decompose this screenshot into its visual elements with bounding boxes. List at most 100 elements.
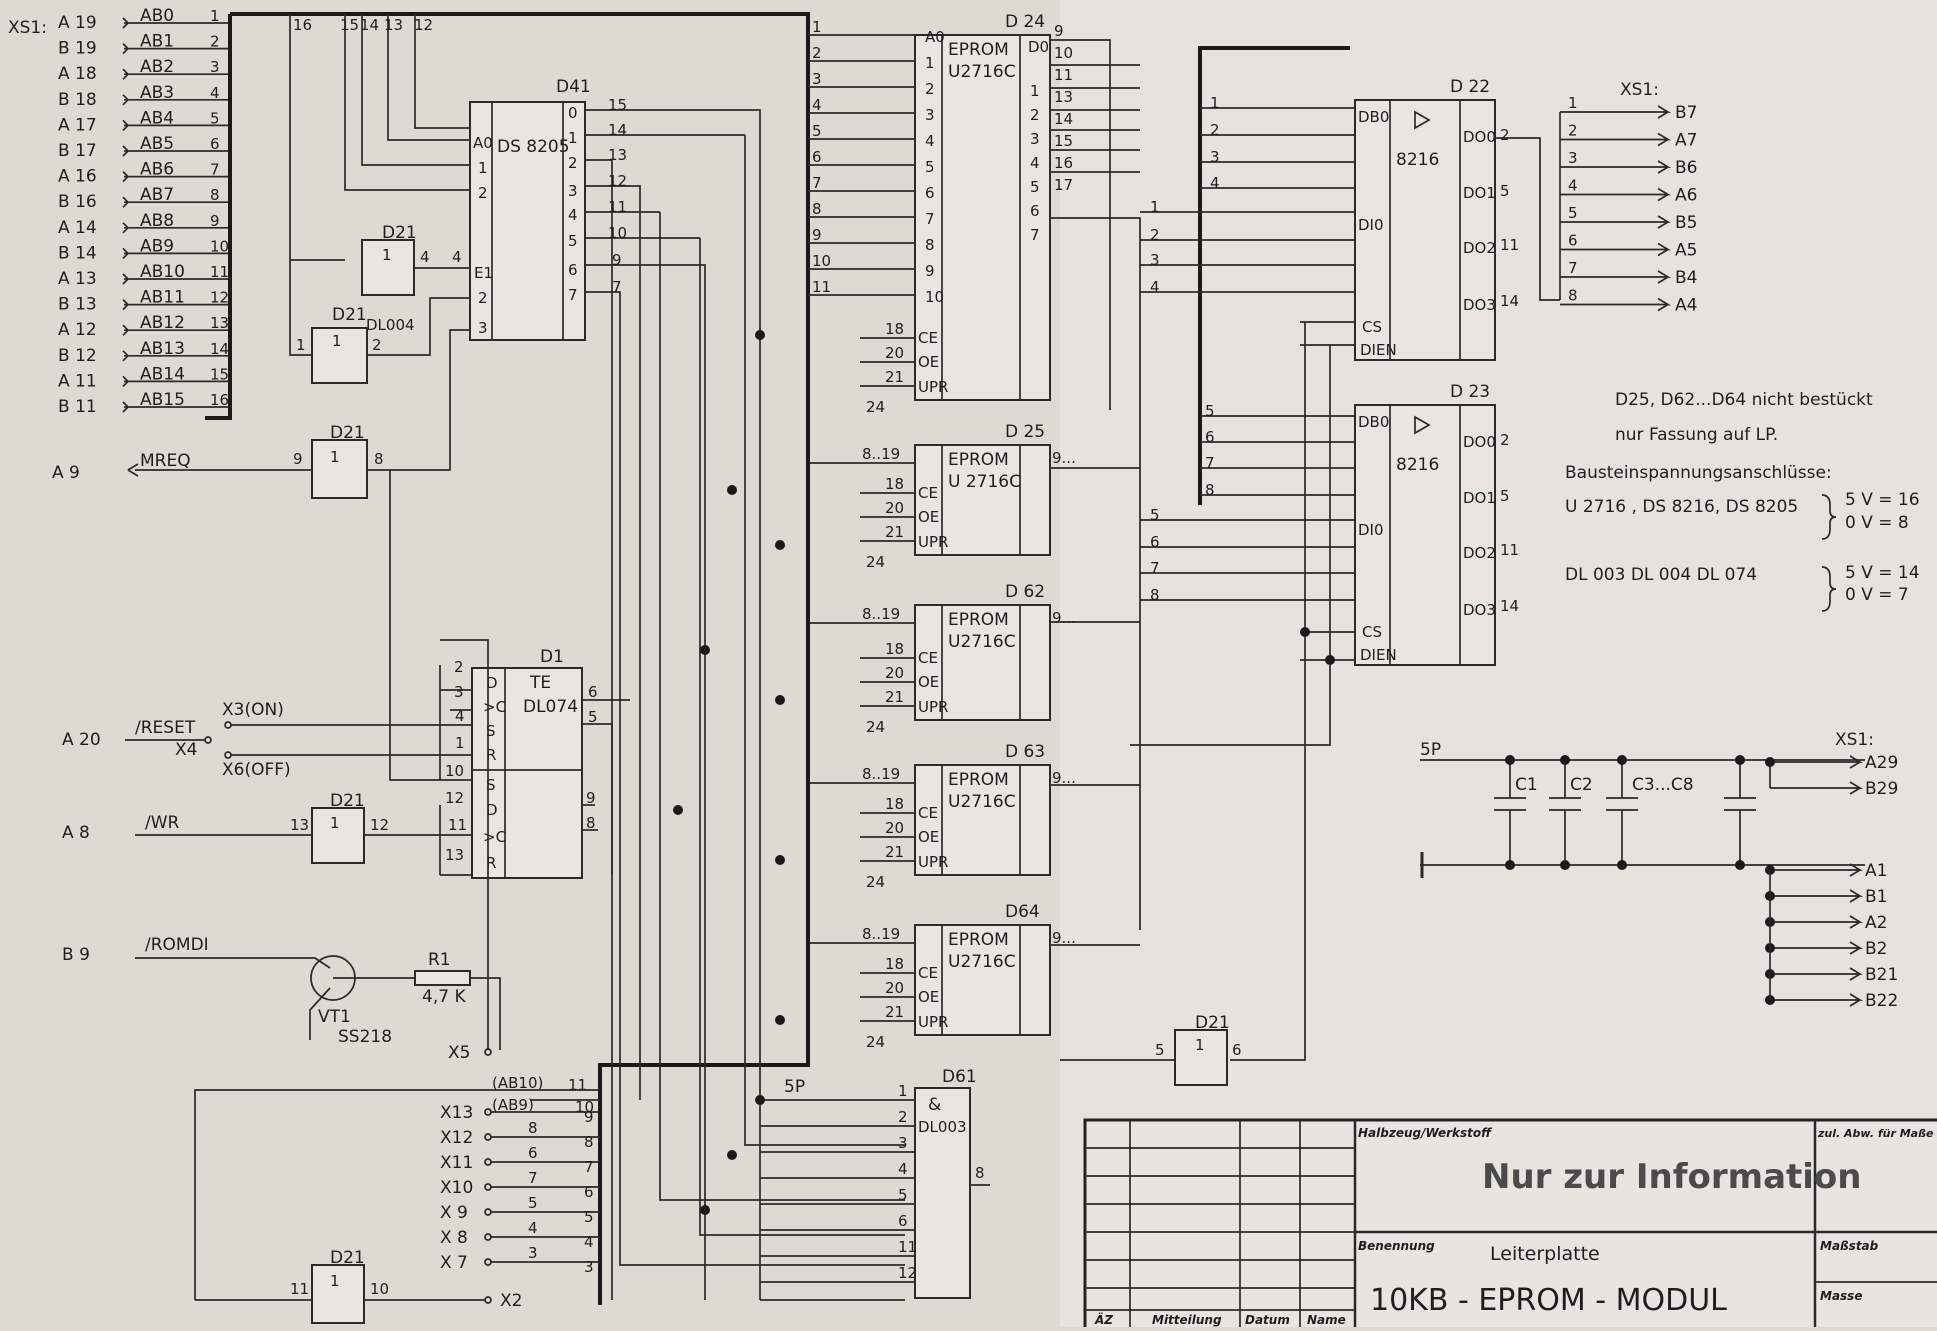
svg-text:DO3: DO3	[1463, 601, 1496, 619]
svg-text:3: 3	[1030, 130, 1040, 148]
d22-type: 8216	[1396, 150, 1439, 170]
svg-text:17: 17	[1054, 176, 1073, 194]
svg-text:3: 3	[925, 106, 935, 124]
svg-text:7: 7	[812, 174, 822, 192]
address-signal-AB11: AB11	[140, 288, 185, 308]
svg-text:4: 4	[812, 96, 822, 114]
x5-label: X5	[448, 1043, 470, 1063]
svg-text:13: 13	[384, 16, 403, 34]
svg-text:8: 8	[925, 236, 935, 254]
svg-text:2: 2	[925, 80, 935, 98]
note-8: 5 V = 14	[1845, 563, 1920, 583]
svg-text:5: 5	[1155, 1041, 1165, 1059]
svg-text:1: 1	[330, 448, 340, 466]
svg-text:5: 5	[1030, 178, 1040, 196]
svg-text:1: 1	[812, 18, 822, 36]
svg-text:Mitteilung: Mitteilung	[1152, 1313, 1222, 1327]
svg-text:7: 7	[1030, 226, 1040, 244]
svg-text:18: 18	[885, 640, 904, 658]
svg-text:2: 2	[1568, 122, 1578, 140]
svg-text:OE: OE	[918, 353, 939, 371]
svg-text:DI0: DI0	[1358, 216, 1384, 234]
r1-label: R1	[428, 950, 451, 970]
data-pin-A5: A5	[1675, 241, 1697, 261]
bus-pin-number: 2	[210, 33, 220, 51]
scale-label: Maßstab	[1820, 1239, 1879, 1253]
power-net-label: 5P	[1420, 740, 1441, 760]
svg-text:DB0: DB0	[1358, 413, 1389, 431]
svg-text:CE: CE	[918, 804, 938, 822]
d22-inputs: 1 2 3 4 1 2 3 4 5 6 7 8 5 6 7 8	[1130, 46, 1355, 1061]
note-9: 0 V = 7	[1845, 585, 1909, 605]
eprom-stack: D 24EPROMU2716CCEOEUPR18202124D0A0112233…	[760, 12, 1076, 1299]
address-signal-AB9: AB9	[140, 236, 174, 256]
info-stamp: Nur zur Information	[1482, 1157, 1861, 1197]
ground-pin-B21: B21	[1865, 965, 1898, 985]
svg-text:12: 12	[608, 172, 627, 190]
svg-text:2: 2	[1500, 431, 1510, 449]
svg-text:UPR: UPR	[918, 853, 948, 871]
svg-text:8..19: 8..19	[862, 605, 900, 623]
svg-text:3: 3	[1210, 148, 1220, 166]
svg-text:2: 2	[372, 336, 382, 354]
svg-text:6: 6	[588, 683, 598, 701]
note-6: 0 V = 8	[1845, 513, 1909, 533]
svg-text:14: 14	[1500, 292, 1519, 310]
svg-text:21: 21	[885, 368, 904, 386]
svg-text:5: 5	[528, 1194, 538, 1212]
address-signal-AB12: AB12	[140, 313, 185, 333]
svg-text:13: 13	[445, 846, 464, 864]
svg-text:4: 4	[568, 206, 578, 224]
svg-text:CE: CE	[918, 329, 938, 347]
svg-text:20: 20	[885, 819, 904, 837]
left-pin-12: B 13	[58, 295, 97, 315]
svg-text:9: 9	[812, 226, 822, 244]
mreq-signal: MREQ	[140, 451, 191, 471]
svg-text:14: 14	[360, 16, 379, 34]
svg-text:6: 6	[925, 184, 935, 202]
svg-text:DIEN: DIEN	[1360, 646, 1397, 664]
svg-text:D21: D21	[332, 305, 367, 325]
svg-text:2: 2	[1500, 126, 1510, 144]
svg-text:7: 7	[1205, 454, 1215, 472]
svg-text:3: 3	[584, 1258, 594, 1276]
xs1-right-header: XS1:	[1620, 80, 1659, 100]
svg-text:7: 7	[1568, 259, 1578, 277]
svg-text:D21: D21	[330, 791, 365, 811]
bus-pin-number: 9	[210, 212, 220, 230]
svg-text:DO1: DO1	[1463, 184, 1496, 202]
material-label: Halbzeug/Werkstoff	[1358, 1126, 1492, 1140]
svg-text:5: 5	[1205, 402, 1215, 420]
svg-text:5: 5	[898, 1186, 908, 1204]
svg-text:3: 3	[898, 1134, 908, 1152]
svg-text:OE: OE	[918, 828, 939, 846]
svg-text:14: 14	[1054, 110, 1073, 128]
d63-title: EPROM	[948, 770, 1009, 790]
svg-text:8: 8	[1568, 287, 1578, 305]
svg-text:12: 12	[445, 789, 464, 807]
svg-text:1: 1	[1210, 94, 1220, 112]
data-pin-A7: A7	[1675, 131, 1697, 151]
svg-text:6: 6	[898, 1212, 908, 1230]
svg-text:DO1: DO1	[1463, 489, 1496, 507]
svg-text:11: 11	[1054, 66, 1073, 84]
name-label: Benennung	[1358, 1239, 1435, 1253]
svg-text:10: 10	[925, 288, 944, 306]
svg-text:9...: 9...	[1052, 609, 1076, 627]
svg-text:4: 4	[1150, 278, 1160, 296]
svg-text:18: 18	[885, 955, 904, 973]
svg-text:12: 12	[414, 16, 433, 34]
bus-pin-number: 10	[210, 237, 229, 255]
svg-text:UPR: UPR	[918, 698, 948, 716]
svg-text:18: 18	[885, 475, 904, 493]
svg-text:8..19: 8..19	[862, 925, 900, 943]
svg-text:14: 14	[608, 121, 627, 139]
svg-text:DO2: DO2	[1463, 239, 1496, 257]
svg-text:11: 11	[568, 1076, 587, 1094]
d21-gate-right: D21 1 5 6	[1060, 1013, 1242, 1086]
svg-text:24: 24	[866, 398, 885, 416]
